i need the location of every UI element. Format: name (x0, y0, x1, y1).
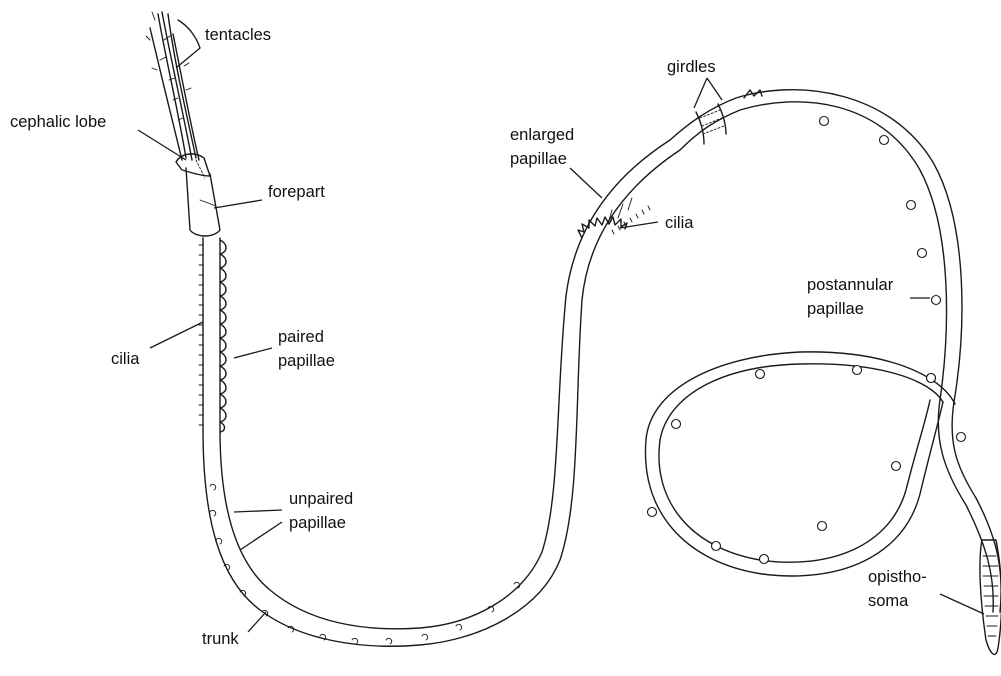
label-enlarged-papillae-line2: papillae (510, 150, 567, 168)
lower-loop (645, 352, 965, 576)
label-paired-papillae-line1: paired (278, 328, 324, 346)
label-paired-papillae-line2: papillae (278, 352, 335, 370)
label-forepart: forepart (268, 183, 325, 201)
postannular-papillae (820, 117, 941, 383)
girdles (696, 90, 762, 144)
label-trunk: trunk (202, 630, 239, 648)
label-girdles: girdles (667, 58, 716, 76)
label-cilia-right: cilia (665, 214, 694, 232)
label-postannular-papillae-line2: papillae (807, 300, 864, 318)
label-enlarged-papillae-line1: enlarged (510, 126, 574, 144)
label-cilia-left: cilia (111, 350, 140, 368)
labels: tentacles cephalic lobe forepart cilia p… (10, 26, 927, 648)
label-unpaired-papillae-line1: unpaired (289, 490, 353, 508)
unpaired-papillae (210, 484, 520, 644)
paired-papillae (220, 240, 226, 432)
label-cephalic-lobe: cephalic lobe (10, 113, 106, 131)
forepart (186, 168, 220, 236)
label-opisthosoma-line2: soma (868, 592, 909, 610)
enlarged-papillae (578, 198, 632, 238)
label-tentacles: tentacles (205, 26, 271, 44)
label-opisthosoma-line1: opistho- (868, 568, 927, 586)
label-postannular-papillae-line1: postannular (807, 276, 894, 294)
tentacles (146, 12, 200, 160)
label-unpaired-papillae-line2: papillae (289, 514, 346, 532)
right-cilia (612, 206, 650, 234)
